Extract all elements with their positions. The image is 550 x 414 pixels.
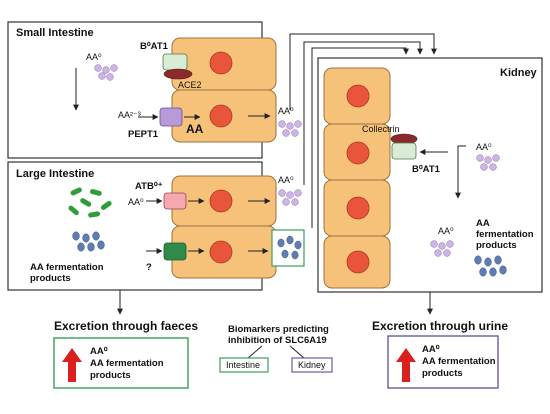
unknown-transporter (163, 242, 187, 261)
k-ferm-line2: fermentation (476, 229, 534, 240)
ace2-shape (163, 68, 193, 80)
large-intestine-title: Large Intestine (16, 168, 94, 180)
circulation-arrows (289, 33, 437, 228)
pept1-transporter (159, 107, 183, 127)
k-nucleus-2 (346, 141, 370, 165)
aa23-label: AA²⁻³ (118, 110, 141, 120)
faeces-line1: AA⁰ (90, 346, 108, 357)
pept1-label: PEPT1 (128, 129, 159, 140)
b0at1-transporter-si (162, 53, 188, 71)
k-ferm-line1: AA (476, 218, 490, 229)
faeces-box (53, 337, 189, 389)
increase-arrow-icon (62, 348, 82, 382)
large-intestine-panel: Large Intestine ATB⁰⁺ AA⁰ AA ferme (7, 161, 305, 291)
aa0-k-left-label: AA⁰ (438, 226, 454, 236)
b0at1-label-k: B⁰AT1 (412, 164, 441, 175)
faeces-line3: products (90, 370, 131, 381)
ace2-label: ACE2 (178, 80, 202, 90)
k-nucleus-4 (346, 250, 370, 274)
li-nucleus-bottom (209, 240, 233, 264)
aa-cell-label: AA (186, 122, 204, 136)
biomarkers-line2: inhibition of SLC6A19 (228, 335, 327, 346)
b0at1-transporter-k (391, 142, 417, 160)
urine-line2: AA fermentation (422, 356, 496, 367)
k-nucleus-1 (346, 84, 370, 108)
k-ferm-line3: products (476, 240, 517, 251)
atb0-label: ATB⁰⁺ (135, 181, 163, 192)
increase-arrow-icon (396, 348, 416, 382)
question-mark: ? (146, 262, 152, 273)
faeces-output: Excretion through faeces AA⁰ AA fermenta… (53, 319, 198, 389)
biomarkers-line1: Biomarkers predicting (228, 324, 329, 335)
bacteria-icon (68, 187, 112, 218)
aa0-li-in-label: AA⁰ (128, 197, 144, 207)
urine-heading: Excretion through urine (372, 319, 508, 333)
collectrin-shape (390, 133, 418, 145)
intestine-legend-box (219, 357, 269, 373)
fermentation-products-k (474, 255, 507, 277)
faeces-line2: AA fermentation (90, 358, 164, 369)
aa0-si-lumen-label: AA⁰ (86, 52, 102, 62)
aa-ferm-li-line1: AA fermentation (30, 262, 104, 273)
kidney-panel: Kidney Collectrin B⁰AT1 AA⁰ AA⁰ AA ferme… (317, 57, 543, 293)
k-nucleus-3 (346, 196, 370, 220)
urine-line1: AA⁰ (422, 344, 440, 355)
atb0-transporter (163, 192, 187, 210)
aa0-li-out-label: AA⁰ (278, 175, 294, 185)
aa0-k-top-label: AA⁰ (476, 142, 492, 152)
si-nucleus-bottom (209, 104, 233, 128)
aa-ferm-li-line2: products (30, 273, 71, 284)
b0at1-label-si: B⁰AT1 (140, 41, 169, 52)
kidney-legend-label: Kidney (298, 360, 326, 370)
faeces-heading: Excretion through faeces (54, 319, 198, 333)
kidney-title: Kidney (500, 67, 538, 79)
aa0-si-out-label: AA⁰ (278, 106, 294, 116)
fermentation-products-li (72, 231, 105, 252)
si-nucleus-top (209, 51, 233, 75)
urine-output: Excretion through urine AA⁰ AA fermentat… (372, 319, 508, 389)
intestine-legend-label: Intestine (226, 360, 260, 370)
urine-line3: products (422, 368, 463, 379)
kidney-legend-box (291, 357, 333, 373)
biomarkers-legend: Biomarkers predicting inhibition of SLC6… (219, 324, 333, 373)
collectrin-label: Collectrin (362, 124, 400, 134)
small-intestine-panel: Small Intestine B⁰AT1 ACE2 AA⁰ AA²⁻³ PEP… (7, 21, 302, 159)
small-intestine-title: Small Intestine (16, 27, 94, 39)
li-nucleus-top (209, 189, 233, 213)
